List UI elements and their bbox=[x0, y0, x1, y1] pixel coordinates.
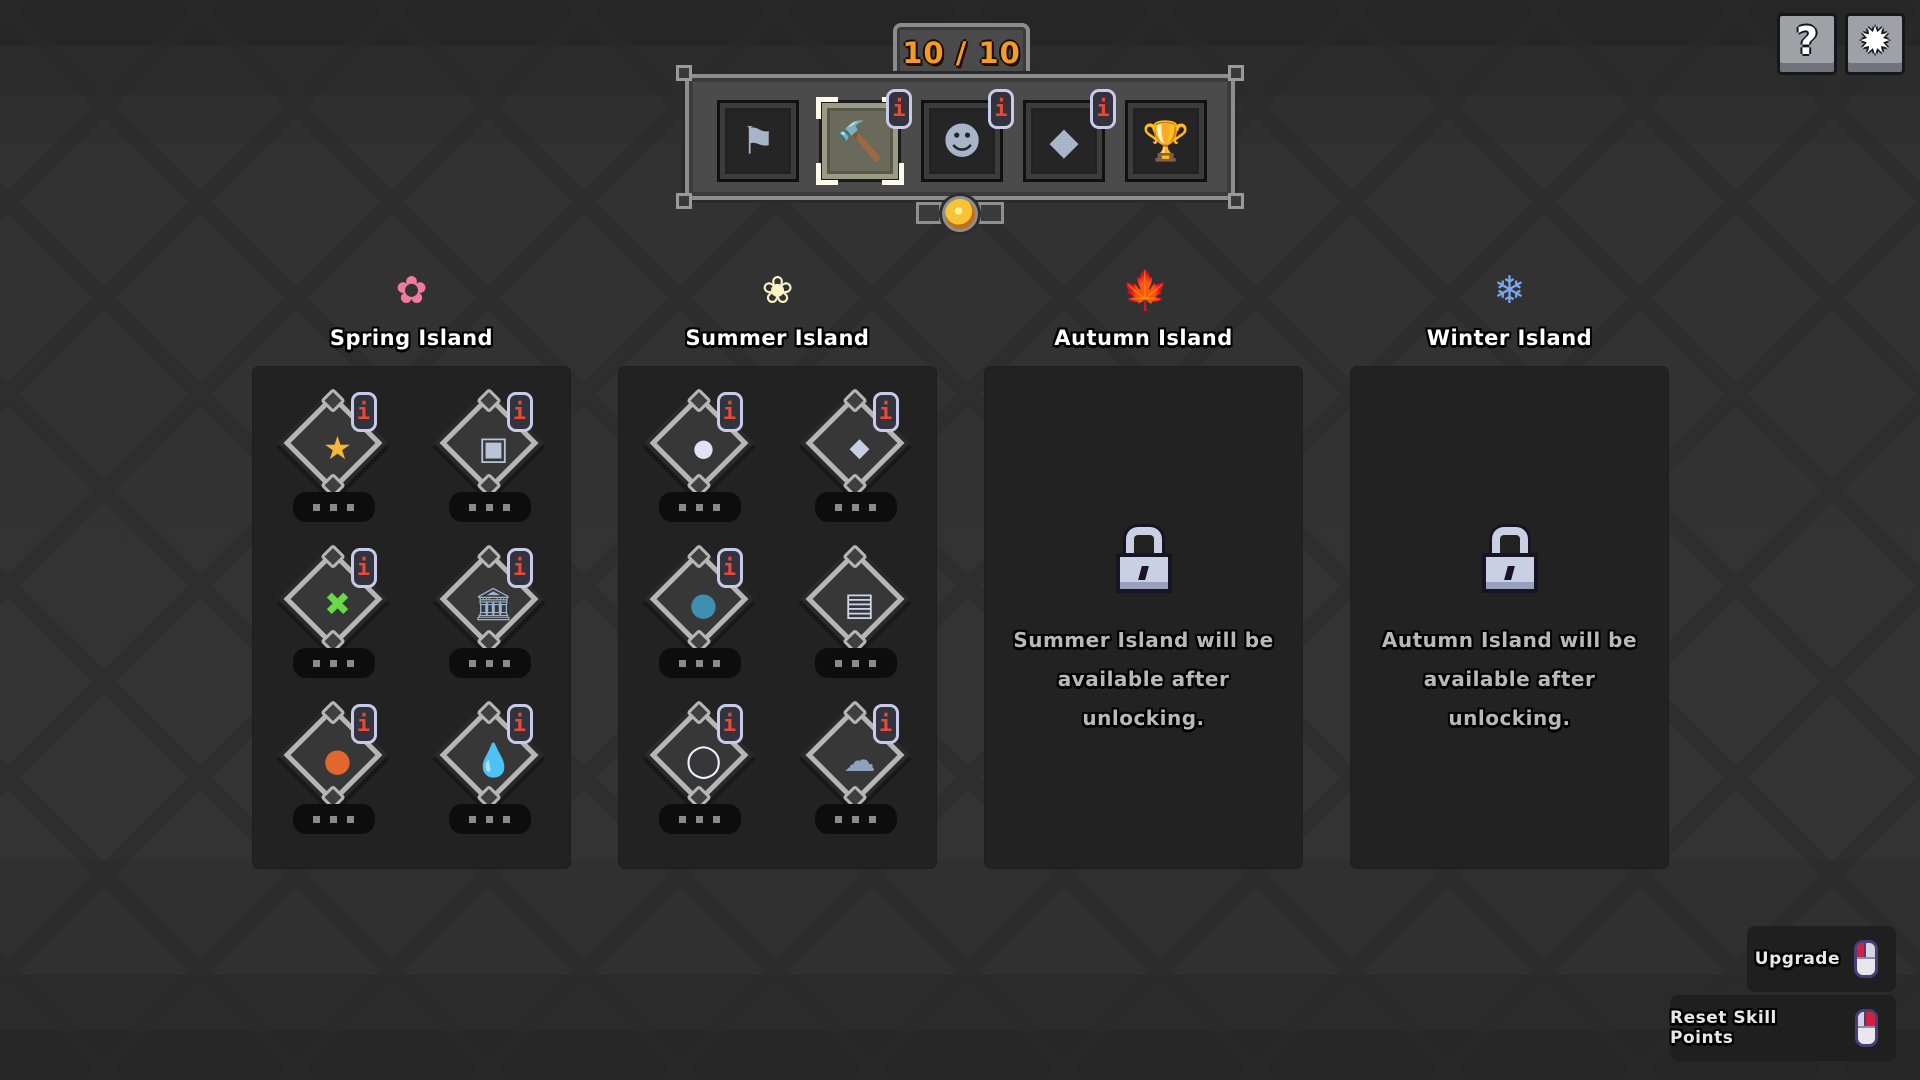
island-title: Spring Island bbox=[329, 326, 494, 350]
info-badge[interactable]: i bbox=[988, 89, 1014, 129]
category-tab-flag[interactable]: ⚑ bbox=[717, 100, 799, 182]
skill-category-bar: ⚑ 🔨 i ☻ i ◆ i 🏆 bbox=[676, 65, 1244, 209]
upgrade-label: Upgrade bbox=[1754, 949, 1840, 969]
hammer-icon: 🔨 bbox=[836, 119, 884, 163]
info-badge[interactable]: i bbox=[506, 392, 533, 432]
selection-corner bbox=[816, 163, 838, 185]
island-header-autumn: 🍁 Autumn Island bbox=[985, 268, 1302, 350]
island-panel-winter: Autumn Island will be available after un… bbox=[1351, 367, 1668, 868]
skill-points-value: 10 / 10 bbox=[902, 36, 1021, 70]
island-header-spring: ✿ Spring Island bbox=[253, 268, 570, 350]
island-title: Winter Island bbox=[1426, 326, 1593, 350]
skill-level-indicator bbox=[814, 648, 897, 678]
island-panel-autumn: Summer Island will be available after un… bbox=[985, 367, 1302, 868]
padlock-icon bbox=[1115, 527, 1172, 593]
mouse-left-click-icon bbox=[1854, 940, 1878, 978]
settings-button[interactable]: ✹ bbox=[1845, 13, 1905, 75]
skill-node: ☁ i bbox=[778, 704, 934, 839]
skill-node: ● i bbox=[622, 548, 778, 683]
skill-slot[interactable] bbox=[805, 549, 904, 649]
info-badge[interactable]: i bbox=[872, 704, 899, 744]
info-badge[interactable]: i bbox=[350, 392, 377, 432]
info-badge[interactable]: i bbox=[872, 392, 899, 432]
pink-flower-icon: ✿ bbox=[395, 268, 428, 312]
locked-message: Summer Island will be available after un… bbox=[1013, 628, 1274, 730]
category-tab-statue[interactable]: ☻ i bbox=[921, 89, 1014, 182]
island-title: Summer Island bbox=[685, 326, 870, 350]
skill-level-indicator bbox=[292, 492, 375, 522]
skill-level-indicator bbox=[658, 648, 741, 678]
info-badge[interactable]: i bbox=[506, 704, 533, 744]
frame-corner bbox=[1228, 65, 1244, 81]
skill-points-counter: 10 / 10 bbox=[893, 23, 1030, 79]
skill-node: ◯ i bbox=[622, 704, 778, 839]
white-flower-icon: ❀ bbox=[761, 268, 794, 312]
island-header-summer: ❀ Summer Island bbox=[619, 268, 936, 350]
frame-corner bbox=[1228, 193, 1244, 209]
skill-level-indicator bbox=[814, 492, 897, 522]
padlock-icon bbox=[1481, 527, 1538, 593]
skill-node: ★ i bbox=[256, 392, 412, 527]
diamond-gem-icon: ◆ bbox=[1049, 119, 1079, 163]
info-badge[interactable]: i bbox=[716, 548, 743, 588]
mouse-right-click-icon bbox=[1854, 1009, 1878, 1047]
skill-level-indicator bbox=[658, 804, 741, 834]
gear-icon: ✹ bbox=[1859, 19, 1891, 63]
info-badge[interactable]: i bbox=[1090, 89, 1116, 129]
flag-icon: ⚑ bbox=[740, 119, 776, 163]
coin-ornament bbox=[978, 202, 1004, 224]
question-mark-icon: ? bbox=[1795, 19, 1819, 63]
skill-node: 🏛 i bbox=[412, 548, 568, 683]
locked-state: Autumn Island will be available after un… bbox=[1351, 527, 1668, 738]
category-tab-trophy[interactable]: 🏆 bbox=[1125, 100, 1207, 182]
info-badge[interactable]: i bbox=[886, 89, 912, 129]
island-panel-spring: ★ i ▣ i ✖ i 🏛 i ● i bbox=[253, 367, 570, 868]
info-badge[interactable]: i bbox=[716, 392, 743, 432]
info-badge[interactable]: i bbox=[350, 548, 377, 588]
skill-level-indicator bbox=[448, 804, 531, 834]
skill-node: ◆ i bbox=[778, 392, 934, 527]
skill-node: ● i bbox=[622, 392, 778, 527]
coin-ornament bbox=[916, 202, 942, 224]
snowflake-icon: ❄ bbox=[1493, 268, 1526, 312]
skill-level-indicator bbox=[292, 804, 375, 834]
skill-level-indicator bbox=[658, 492, 741, 522]
frame-corner bbox=[676, 65, 692, 81]
category-tab-gem[interactable]: ◆ i bbox=[1023, 89, 1116, 182]
reset-label: Reset Skill Points bbox=[1670, 1008, 1777, 1048]
island-title: Autumn Island bbox=[1054, 326, 1233, 350]
gold-coin-icon bbox=[942, 196, 978, 232]
maple-leaf-icon: 🍁 bbox=[1121, 268, 1169, 312]
island-panel-summer: ● i ◆ i ● i ▤ ◯ i ☁ bbox=[619, 367, 936, 868]
skill-node: ● i bbox=[256, 704, 412, 839]
upgrade-button[interactable]: Upgrade bbox=[1747, 926, 1896, 992]
skill-node: ▣ i bbox=[412, 392, 568, 527]
skill-level-indicator bbox=[448, 492, 531, 522]
locked-message: Autumn Island will be available after un… bbox=[1381, 628, 1638, 730]
skill-level-indicator bbox=[448, 648, 531, 678]
selection-corner bbox=[882, 163, 904, 185]
category-tab-hammer[interactable]: 🔨 i bbox=[816, 89, 912, 185]
skill-level-indicator bbox=[292, 648, 375, 678]
skill-node: ▤ bbox=[778, 548, 934, 683]
reset-skill-points-button[interactable]: Reset Skill Points bbox=[1670, 995, 1896, 1061]
skill-level-indicator bbox=[814, 804, 897, 834]
info-badge[interactable]: i bbox=[506, 548, 533, 588]
statue-bust-icon: ☻ bbox=[942, 119, 982, 163]
island-header-winter: ❄ Winter Island bbox=[1351, 268, 1668, 350]
info-badge[interactable]: i bbox=[350, 704, 377, 744]
selection-corner bbox=[816, 97, 838, 119]
locked-state: Summer Island will be available after un… bbox=[985, 527, 1302, 738]
trophy-icon: 🏆 bbox=[1142, 119, 1190, 163]
info-badge[interactable]: i bbox=[716, 704, 743, 744]
skill-node: 💧 i bbox=[412, 704, 568, 839]
frame-corner bbox=[676, 193, 692, 209]
skill-node: ✖ i bbox=[256, 548, 412, 683]
help-button[interactable]: ? bbox=[1777, 13, 1837, 75]
